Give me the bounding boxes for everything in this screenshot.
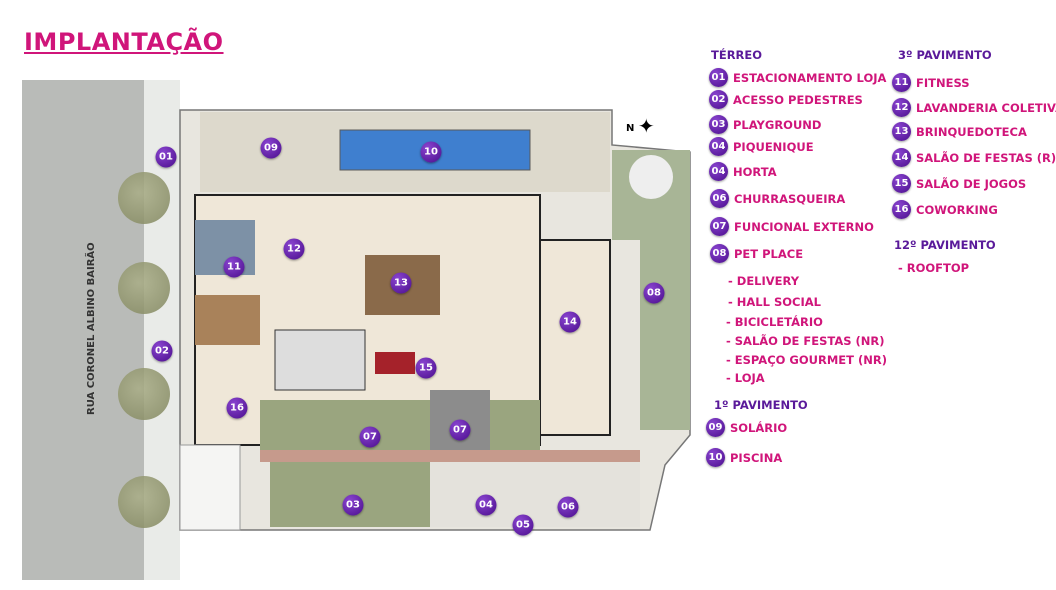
compass: N ✦ xyxy=(626,112,655,138)
legend-label: SALÃO DE JOGOS xyxy=(916,176,1027,191)
marker-badge: 01 xyxy=(709,68,728,87)
marker-badge: 02 xyxy=(709,90,728,109)
legend-heading-pav3: 3º PAVIMENTO xyxy=(898,48,992,62)
plan-marker: 15 xyxy=(415,357,437,379)
tree xyxy=(118,476,170,528)
compass-rose-icon: ✦ xyxy=(637,114,655,138)
legend-subitem: - ROOFTOP xyxy=(898,261,970,275)
plan-marker: 02 xyxy=(151,340,173,362)
plan-marker: 06 xyxy=(557,496,579,518)
legend-subitem: - HALL SOCIAL xyxy=(728,295,821,309)
plan-marker: 03 xyxy=(342,494,364,516)
plan-marker: 08 xyxy=(643,282,665,304)
legend-item: 15 SALÃO DE JOGOS xyxy=(892,174,1026,193)
marker-badge: 13 xyxy=(892,122,911,141)
tree xyxy=(118,368,170,420)
legend-subitem: - BICICLETÁRIO xyxy=(726,315,823,329)
legend-label: PET PLACE xyxy=(734,246,804,261)
plan-marker: 14 xyxy=(559,311,581,333)
legend-item: 07 FUNCIONAL EXTERNO xyxy=(710,217,874,236)
legend-item: 14 SALÃO DE FESTAS (R) xyxy=(892,148,1056,167)
marker-badge: 09 xyxy=(706,418,725,437)
plan-marker: 10 xyxy=(420,141,442,163)
legend-label: ACESSO PEDESTRES xyxy=(733,92,863,107)
legend-item: 04 PIQUENIQUE xyxy=(709,137,814,156)
tree xyxy=(118,262,170,314)
marker-badge: 03 xyxy=(709,115,728,134)
legend-item: 01 ESTACIONAMENTO LOJA xyxy=(709,68,886,87)
plan-marker: 05 xyxy=(512,514,534,536)
legend-label: FITNESS xyxy=(916,75,970,90)
legend-label: PISCINA xyxy=(730,450,783,465)
legend-item: 04 HORTA xyxy=(709,162,777,181)
legend-subitem: - SALÃO DE FESTAS (NR) xyxy=(726,334,885,348)
legend-item: 02 ACESSO PEDESTRES xyxy=(709,90,863,109)
legend-heading-pav12: 12º PAVIMENTO xyxy=(894,238,996,252)
marker-badge: 04 xyxy=(709,162,728,181)
legend-item: 06 CHURRASQUEIRA xyxy=(710,189,845,208)
legend-heading-pav1: 1º PAVIMENTO xyxy=(714,398,808,412)
marker-badge: 08 xyxy=(710,244,729,263)
legend-label: HORTA xyxy=(733,164,777,179)
legend-label: FUNCIONAL EXTERNO xyxy=(734,219,874,234)
legend-label: ESTACIONAMENTO LOJA xyxy=(733,70,887,85)
marker-badge: 12 xyxy=(892,98,911,117)
tree xyxy=(118,172,170,224)
legend-label: SOLÁRIO xyxy=(730,420,788,435)
plan-marker: 07 xyxy=(449,419,471,441)
legend-item: 13 BRINQUEDOTECA xyxy=(892,122,1027,141)
legend-item: 09 SOLÁRIO xyxy=(706,418,787,437)
plan-marker: 16 xyxy=(226,397,248,419)
plan-marker: 11 xyxy=(223,256,245,278)
marker-badge: 06 xyxy=(710,189,729,208)
legend-subitem: - ESPAÇO GOURMET (NR) xyxy=(726,353,887,367)
marker-badge: 16 xyxy=(892,200,911,219)
legend-label: SALÃO DE FESTAS (R) xyxy=(916,150,1056,165)
plan-marker: 01 xyxy=(155,146,177,168)
legend-label: PIQUENIQUE xyxy=(733,139,814,154)
plan-marker: 09 xyxy=(260,137,282,159)
plan-marker: 12 xyxy=(283,238,305,260)
legend-label: PLAYGROUND xyxy=(733,117,822,132)
legend-subitem: - LOJA xyxy=(726,371,765,385)
legend-item: 11 FITNESS xyxy=(892,73,970,92)
legend-item: 10 PISCINA xyxy=(706,448,782,467)
marker-badge: 15 xyxy=(892,174,911,193)
legend-item: 16 COWORKING xyxy=(892,200,998,219)
legend-item: 08 PET PLACE xyxy=(710,244,803,263)
marker-badge: 04 xyxy=(709,137,728,156)
plan-marker: 07 xyxy=(359,426,381,448)
marker-badge: 07 xyxy=(710,217,729,236)
marker-badge: 11 xyxy=(892,73,911,92)
marker-badge: 10 xyxy=(706,448,725,467)
legend-label: CHURRASQUEIRA xyxy=(734,191,846,206)
compass-label: N xyxy=(626,123,635,134)
marker-badge: 14 xyxy=(892,148,911,167)
plan-marker: 04 xyxy=(475,494,497,516)
legend-item: 03 PLAYGROUND xyxy=(709,115,821,134)
page-title: IMPLANTAÇÃO xyxy=(24,28,224,56)
legend-item: 12 LAVANDERIA COLETIVA xyxy=(892,98,1056,117)
plan-marker: 13 xyxy=(390,272,412,294)
legend-label: BRINQUEDOTECA xyxy=(916,124,1027,139)
legend-label: LAVANDERIA COLETIVA xyxy=(916,100,1056,115)
legend-label: COWORKING xyxy=(916,202,998,217)
legend-subitem: - DELIVERY xyxy=(728,274,800,288)
legend-heading-terreo: TÉRREO xyxy=(711,48,763,62)
